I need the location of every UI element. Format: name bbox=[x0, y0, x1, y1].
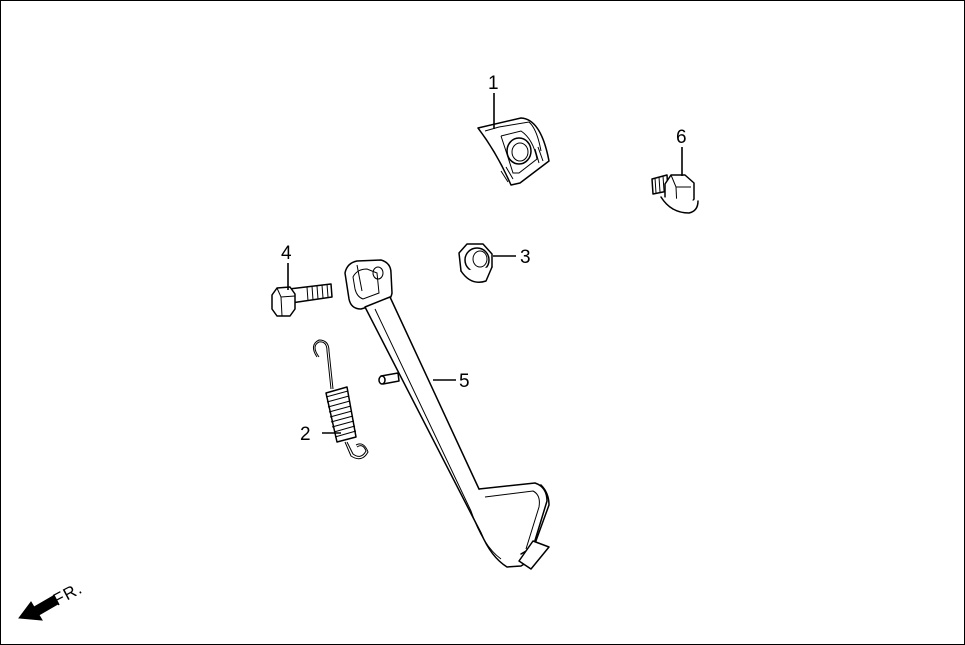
front-direction-marker: FR. bbox=[18, 578, 86, 621]
front-arrow-icon bbox=[18, 595, 59, 621]
part-5-side-stand[interactable] bbox=[344, 259, 550, 570]
callout-4-label: 4 bbox=[281, 243, 292, 264]
callout-5-label: 5 bbox=[459, 371, 470, 392]
part-2-spring[interactable] bbox=[313, 339, 369, 460]
callout-3-label: 3 bbox=[520, 247, 531, 268]
front-direction-label: FR. bbox=[50, 578, 86, 609]
callout-2-label: 2 bbox=[300, 424, 311, 445]
part-4-hex-bolt[interactable] bbox=[271, 283, 333, 317]
part-6-flange-bolt[interactable] bbox=[651, 174, 699, 214]
callout-6-label: 6 bbox=[676, 127, 687, 148]
part-3-flange-nut[interactable] bbox=[458, 243, 493, 283]
part-1-bracket-cover[interactable] bbox=[477, 117, 550, 186]
callout-1-label: 1 bbox=[488, 73, 499, 94]
